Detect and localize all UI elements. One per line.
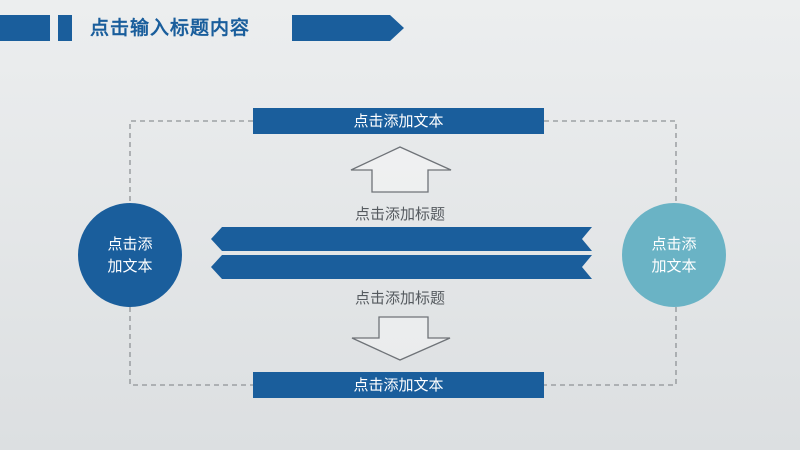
header-arrow-bar <box>292 15 404 41</box>
right-circle-line2: 加文本 <box>651 257 697 275</box>
lower-ribbon <box>211 255 592 279</box>
left-circle-line2: 加文本 <box>107 257 153 275</box>
bottom-text-bar <box>253 372 544 398</box>
upper-title-label[interactable]: 点击添加标题 <box>354 205 445 223</box>
left-circle-line1: 点击添 <box>107 235 153 253</box>
page-title[interactable]: 点击输入标题内容 <box>90 17 251 39</box>
down-arrow-icon <box>351 316 451 361</box>
left-circle <box>78 203 182 307</box>
up-arrow-icon <box>350 146 452 193</box>
top-bar-label[interactable]: 点击添加文本 <box>353 112 444 130</box>
left-circle-label[interactable]: 点击添 加文本 <box>95 233 165 277</box>
header-bar-left <box>0 15 50 41</box>
header-bar-small <box>58 15 72 41</box>
lower-title-label[interactable]: 点击添加标题 <box>354 289 445 307</box>
right-circle-label[interactable]: 点击添 加文本 <box>639 233 709 277</box>
bottom-bar-label[interactable]: 点击添加文本 <box>353 376 444 394</box>
upper-ribbon <box>211 227 592 251</box>
right-circle-line1: 点击添 <box>651 235 697 253</box>
right-circle <box>622 203 726 307</box>
dashed-frame <box>129 120 677 386</box>
top-text-bar <box>253 108 544 134</box>
